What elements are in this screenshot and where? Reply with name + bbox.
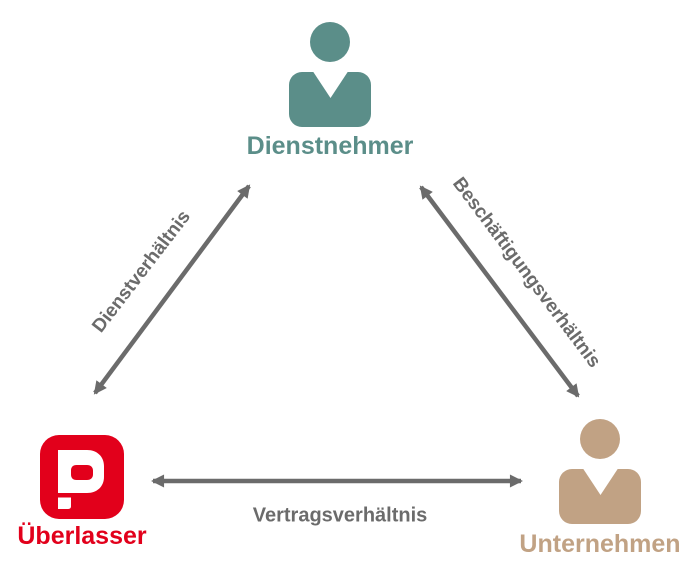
node-label-dienstnehmer: Dienstnehmer xyxy=(246,132,414,160)
edge-label-vertragsverhaeltnis: Vertragsverhältnis xyxy=(252,504,428,527)
person-icon xyxy=(289,22,371,127)
person-icon xyxy=(559,419,641,524)
arrow-dienstverhaeltnis xyxy=(93,184,251,395)
node-unternehmen: Unternehmen xyxy=(500,419,700,559)
arrow-beschaeftigungsverhaeltnis xyxy=(419,185,580,398)
p-logo-icon xyxy=(40,435,124,519)
node-label-unternehmen: Unternehmen xyxy=(519,530,681,558)
node-label-ueberlasser: Überlasser xyxy=(17,522,147,550)
node-dienstnehmer: Dienstnehmer xyxy=(230,22,430,161)
node-ueberlasser: Überlasser xyxy=(2,435,162,551)
